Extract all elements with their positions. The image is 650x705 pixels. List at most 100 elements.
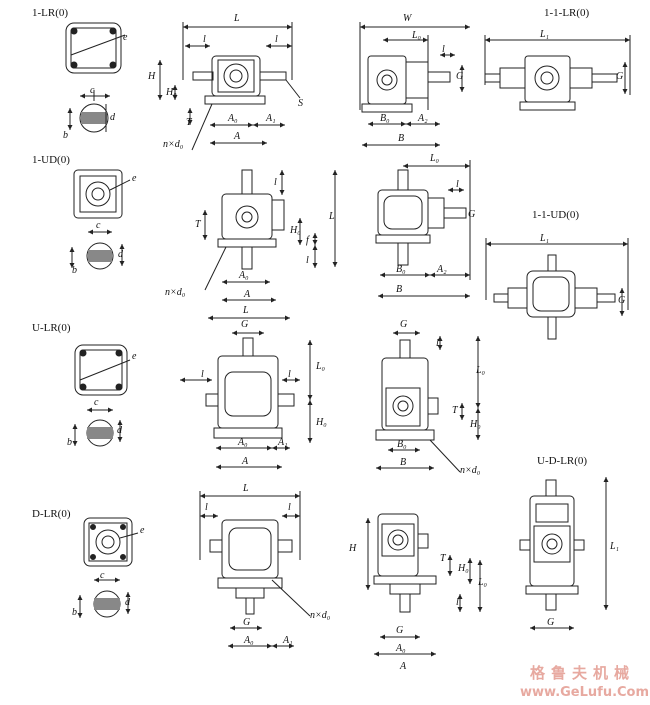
dim-A0: A₀	[238, 437, 248, 448]
dim-b: b	[63, 130, 68, 141]
dim-l: l	[274, 177, 277, 188]
dim-A0: A₀	[396, 643, 406, 654]
dim-e: e	[123, 32, 128, 43]
reducer-iud	[485, 238, 629, 340]
dim-L1: L₁	[540, 233, 550, 244]
flange-icon-dlr	[83, 517, 139, 567]
section-title-dlr: D-LR(0)	[32, 508, 71, 520]
flange-icon-ud	[73, 169, 131, 219]
dim-L0: L₀	[412, 30, 422, 41]
reducer-ud-front	[202, 169, 338, 303]
dim-G: G	[616, 71, 624, 82]
dim-L: L	[329, 211, 335, 222]
dim-L0: L₀	[316, 361, 326, 372]
dim-l: l	[456, 179, 459, 190]
dim-A: A	[244, 289, 251, 300]
shaft-section-dlr	[77, 577, 131, 618]
shaft-section-ud	[69, 229, 125, 270]
dim-H0: H₀	[166, 87, 177, 98]
dim-l: l	[203, 34, 206, 45]
dim-A: A	[242, 456, 249, 467]
dim-G: G	[396, 625, 404, 636]
flange-icon-lr	[65, 22, 126, 74]
dim-L: L	[243, 305, 249, 316]
dim-A: A	[400, 661, 407, 672]
dim-c: c	[96, 220, 101, 231]
dim-L0: L₀	[478, 577, 488, 588]
dim-c: c	[90, 85, 95, 96]
dim-nd0: n×d₀	[165, 287, 186, 298]
dim-B: B	[398, 133, 405, 144]
dim-nd0: n×d₀	[310, 610, 331, 621]
dim-d: d	[117, 425, 122, 436]
dim-b: b	[72, 265, 77, 276]
shaft-section-lr	[67, 90, 110, 133]
dim-nd0: n×d₀	[163, 139, 184, 150]
dim-e: e	[140, 525, 145, 536]
dim-f: f	[306, 235, 309, 246]
dim-B: B	[396, 284, 403, 295]
dim-l: l	[275, 34, 278, 45]
reducer-ud-side	[375, 160, 471, 299]
reducer-dlr-side	[365, 513, 483, 657]
dim-A2: A₂	[437, 264, 447, 275]
dim-e: e	[132, 351, 137, 362]
dim-A2: A₂	[418, 113, 428, 124]
dim-b: b	[67, 437, 72, 448]
dim-T: T	[195, 219, 201, 230]
dim-L1: L₁	[540, 29, 550, 40]
dim-e: e	[132, 173, 137, 184]
dim-H0: H₀	[316, 417, 327, 428]
dim-L1: L₁	[610, 541, 620, 552]
watermark-url: www.GeLufu.Com	[520, 685, 650, 700]
dim-S: S	[298, 98, 303, 109]
section-title-ilr: 1-1-LR(0)	[544, 7, 590, 19]
dim-l: l	[456, 597, 459, 608]
dim-l: l	[201, 369, 204, 380]
dim-W: W	[403, 13, 412, 24]
dim-d: d	[118, 249, 123, 260]
reducer-lr-side	[359, 22, 470, 148]
dim-A0: A₀	[239, 270, 249, 281]
section-title-iud: 1-1-UD(0)	[532, 209, 580, 221]
dim-l: l	[442, 44, 445, 55]
reducer-ulr-side	[375, 330, 481, 473]
shaft-section-ulr	[72, 407, 123, 447]
dim-L: L	[243, 483, 249, 494]
dim-c: c	[94, 397, 99, 408]
dim-A1: A₁	[283, 635, 293, 646]
dim-c: c	[100, 570, 105, 581]
section-title-ulr: U-LR(0)	[32, 322, 71, 334]
dim-A0: A₀	[228, 113, 238, 124]
dim-d: d	[110, 112, 115, 123]
dim-L0: L₀	[430, 153, 440, 164]
dim-T: T	[452, 405, 458, 416]
section-title-lr: 1-LR(0)	[32, 7, 69, 19]
dim-H0: H₀	[290, 225, 301, 236]
section-title-udlr: U-D-LR(0)	[537, 455, 588, 467]
dim-A: A	[234, 131, 241, 142]
dim-A0: A₀	[244, 635, 254, 646]
dim-H0: H₀	[458, 563, 469, 574]
dim-G: G	[400, 319, 408, 330]
dim-T: T	[186, 117, 192, 128]
dim-l: l	[288, 502, 291, 513]
dim-L: L	[234, 13, 240, 24]
dim-B0: B₀	[397, 439, 407, 450]
dim-H0: H₀	[470, 419, 481, 430]
dim-H: H	[349, 543, 357, 554]
dim-l: l	[288, 369, 291, 380]
dim-l: l	[436, 338, 439, 349]
dim-G: G	[547, 617, 555, 628]
dim-d: d	[125, 597, 130, 608]
reducer-udlr	[519, 477, 609, 631]
dim-l: l	[306, 255, 309, 266]
section-title-ud: 1-UD(0)	[32, 154, 70, 166]
watermark-chinese: 格鲁夫机械	[530, 664, 636, 682]
dim-nd0: n×d₀	[460, 465, 481, 476]
dim-l: l	[205, 502, 208, 513]
dim-G: G	[468, 209, 476, 220]
dim-A1: A₁	[278, 437, 288, 448]
dim-H: H	[148, 71, 156, 82]
